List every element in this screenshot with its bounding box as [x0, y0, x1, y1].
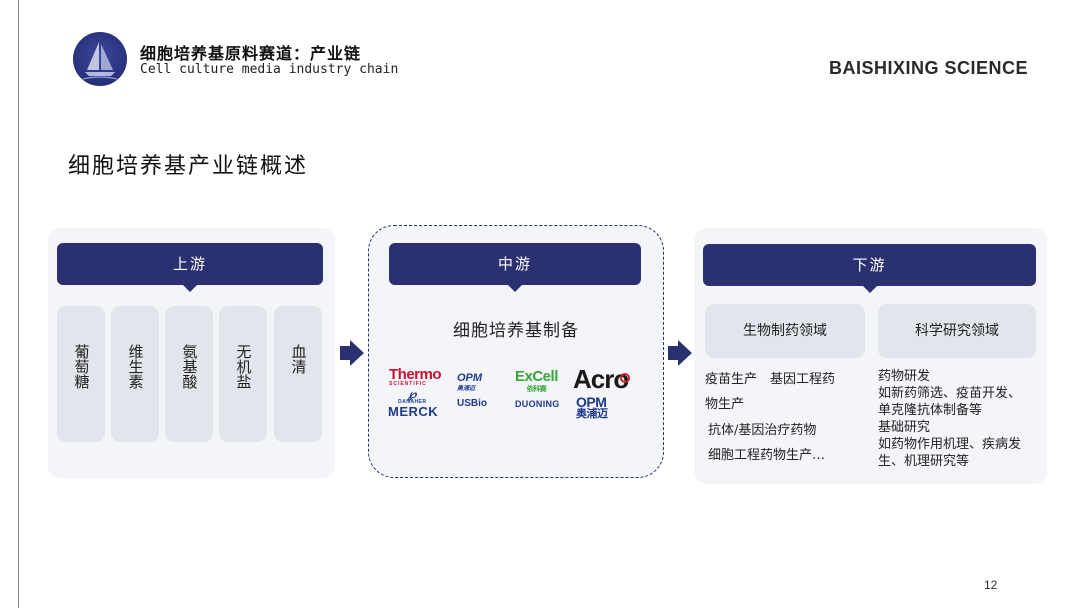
- research-line: 药物研发: [878, 369, 931, 384]
- section-title: 细胞培养基产业链概述: [68, 154, 309, 179]
- header-title: 细胞培养基原料赛道：产业链: [140, 44, 362, 63]
- research-line: 生、机理研究等: [878, 454, 970, 469]
- midstream-label: 中游: [389, 243, 641, 292]
- opm-logo-small: OPM 奥浦迈: [457, 372, 483, 392]
- header-subtitle: Cell culture media industry chain: [140, 62, 399, 77]
- opm-logo-large: OPM 奥浦迈: [576, 394, 608, 420]
- research-line: 如药物作用机理、疾病发: [878, 437, 1022, 452]
- page-number: 12: [984, 578, 998, 592]
- material-amino-acid: 氨基酸: [165, 306, 213, 442]
- merck-logo: MERCK: [388, 404, 439, 419]
- material-vitamin: 维生素: [111, 306, 159, 442]
- material-serum: 血清: [274, 306, 322, 442]
- arrow-right-icon: [340, 340, 364, 366]
- field-research: 科学研究领域: [878, 304, 1036, 358]
- acro-logo: Acro: [573, 364, 629, 394]
- pharma-line: 细胞工程药物生产…: [708, 448, 826, 463]
- pharma-line: 物生产: [705, 397, 745, 412]
- brand-name: BAISHIXING SCIENCE: [828, 58, 1028, 78]
- duoning-logo: DUONING: [515, 399, 560, 409]
- left-border-line: [18, 0, 19, 608]
- upstream-label: 上游: [57, 243, 323, 292]
- danaher-logo: ℘ DANAHER: [398, 387, 427, 405]
- sailboat-logo-icon: [73, 32, 127, 86]
- acro-accent-icon: [620, 373, 630, 383]
- material-inorganic-salt: 无机盐: [219, 306, 267, 442]
- research-line: 单克隆抗体制备等: [878, 403, 983, 418]
- arrow-right-icon: [668, 340, 692, 366]
- material-glucose: 葡萄糖: [57, 306, 105, 442]
- usbio-logo: USBio: [457, 398, 487, 409]
- research-line: 基础研究: [878, 420, 931, 435]
- thermo-logo: Thermo SCIENTIFIC: [389, 366, 442, 387]
- downstream-label: 下游: [703, 244, 1036, 293]
- midstream-heading: 细胞培养基制备: [453, 321, 579, 341]
- pharma-line: 疫苗生产 基因工程药: [705, 372, 836, 387]
- research-line: 如新药筛选、疫苗开发、: [878, 386, 1022, 401]
- pharma-line: 抗体/基因治疗药物: [708, 423, 817, 438]
- excell-logo: ExCell 依科赛: [515, 368, 558, 393]
- field-biopharma: 生物制药领域: [705, 304, 865, 358]
